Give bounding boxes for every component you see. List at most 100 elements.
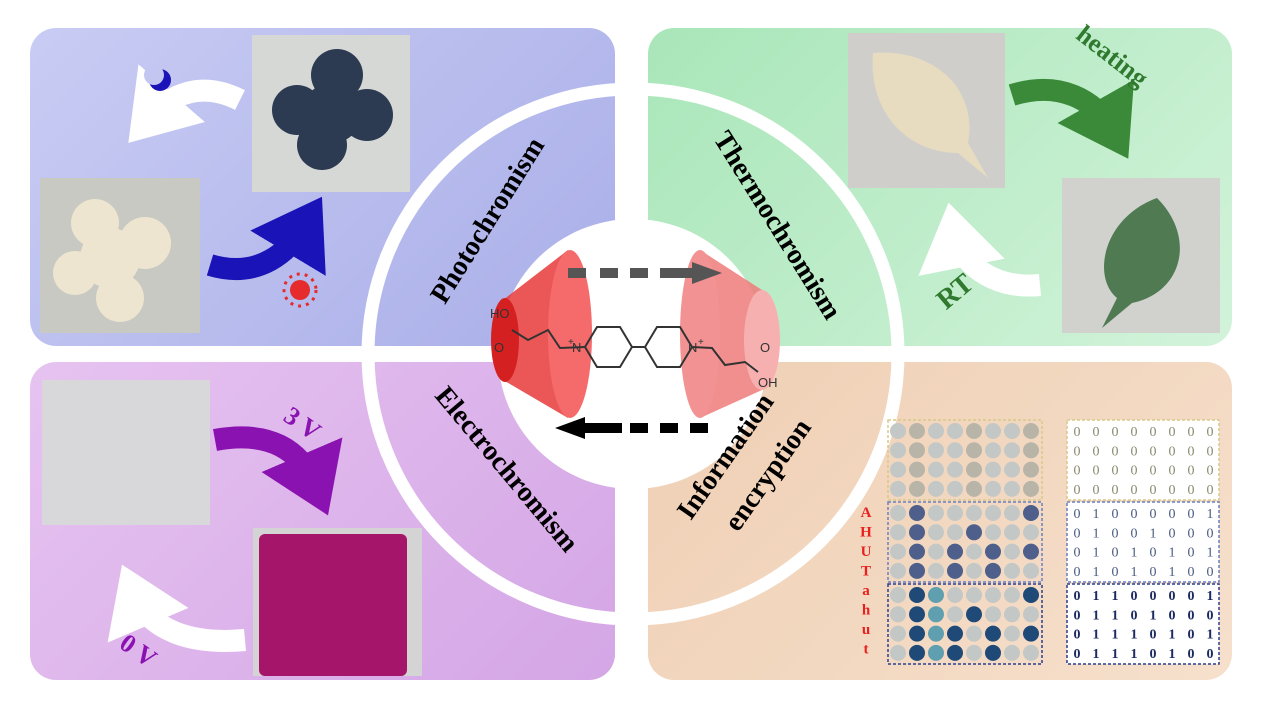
encryption-dot [909,524,925,541]
binary-digit: 0 [1112,483,1119,498]
encryption-dot [985,423,1001,439]
encryption-dot [890,543,906,560]
encryption-dot [1023,606,1039,623]
encryption-dot [966,480,982,497]
oh-label: OH [758,375,778,390]
binary-digit: 0 [1112,526,1119,541]
binary-digit: 1 [1112,608,1119,623]
code-letter: h [862,603,871,619]
binary-digit: 0 [1112,507,1119,522]
encryption-dot [985,505,1001,521]
dot-block-border [887,583,1043,665]
code-letter: H [860,525,872,541]
encryption-dot [1004,423,1020,439]
binary-digit: 0 [1112,546,1119,561]
binary-digit: 0 [1207,565,1214,580]
binary-digit: 0 [1188,546,1195,561]
binary-digit: 0 [1150,464,1157,479]
encryption-dot [985,442,1001,459]
binary-digit: 1 [1093,589,1100,604]
light-flower-photo [40,178,200,333]
encryption-dot [1004,505,1020,521]
encryption-dot [966,461,982,478]
binary-digit: 0 [1188,464,1195,479]
binary-digit: 0 [1074,589,1081,604]
heating-label: heating [1071,19,1154,93]
dark-flower-photo [252,35,410,192]
encryption-dot [909,543,925,560]
binary-digit: 0 [1207,444,1214,459]
encryption-dot [985,587,1001,603]
encryption-dot [909,480,925,497]
encryption-dot [1004,562,1020,579]
encryption-dot [1023,644,1039,661]
binary-digit: 0 [1188,526,1195,541]
binary-digit: 0 [1150,483,1157,498]
encryption-dot [928,543,944,560]
encryption-dot [890,587,906,603]
encryption-dot [966,625,982,642]
encryption-dot [1004,625,1020,642]
code-letter: u [862,622,870,638]
encryption-dot [947,505,963,521]
encryption-dot [985,644,1001,661]
binary-digit: 0 [1131,589,1138,604]
binary-digit: 0 [1131,464,1138,479]
encryption-dot [890,524,906,541]
binary-digit: 0 [1112,464,1119,479]
encryption-dot [928,442,944,459]
binary-digit: 0 [1188,565,1195,580]
encryption-dot [1023,480,1039,497]
encryption-dot [1023,543,1039,560]
encryption-dot [1023,461,1039,478]
o-label-left: O [494,340,504,355]
encryption-dot [928,524,944,541]
binary-digit: 0 [1074,546,1081,561]
green-arrow-heating [1008,78,1134,159]
dot-block-border [887,419,1043,501]
binary-block [1066,583,1220,665]
binary-digit: 0 [1074,628,1081,643]
binary-digit: 1 [1093,647,1100,662]
ho-label: HO [490,306,510,321]
charge-left: + [568,337,574,348]
encryption-dot [966,524,982,541]
binary-digit: 1 [1093,565,1100,580]
binary-digit: 1 [1131,546,1138,561]
binary-digit: 0 [1188,628,1195,643]
dashed-arrow-left [555,417,708,439]
binary-digit: 0 [1150,507,1157,522]
binary-digit: 0 [1169,444,1176,459]
binary-digit: 1 [1207,507,1214,522]
binary-digit: 0 [1074,483,1081,498]
binary-digit: 0 [1150,589,1157,604]
encryption-dot [928,505,944,521]
encryption-dot [909,625,925,642]
encryption-dot [985,480,1001,497]
binary-digit: 0 [1150,628,1157,643]
encryption-dot [928,625,944,642]
encryption-dot [909,587,925,603]
encryption-dot [985,524,1001,541]
binary-digit: 0 [1150,565,1157,580]
green-leaf-photo [1062,178,1220,333]
encryption-dot [947,644,963,661]
binary-digit: 0 [1169,526,1176,541]
binary-digit: 1 [1169,565,1176,580]
encryption-dot [1023,587,1039,603]
encryption-dot [947,480,963,497]
encryption-dot [1004,543,1020,560]
binary-digit: 0 [1188,507,1195,522]
binary-digit: 0 [1188,444,1195,459]
encryption-dot [890,644,906,661]
encryption-dot [966,505,982,521]
binary-digit: 0 [1207,608,1214,623]
encryption-dot [1004,587,1020,603]
binary-digit: 0 [1188,608,1195,623]
binary-digit: 0 [1188,647,1195,662]
binary-digit: 1 [1207,589,1214,604]
encryption-dot [890,562,906,579]
binary-digit: 1 [1131,628,1138,643]
binary-digit: 1 [1169,546,1176,561]
